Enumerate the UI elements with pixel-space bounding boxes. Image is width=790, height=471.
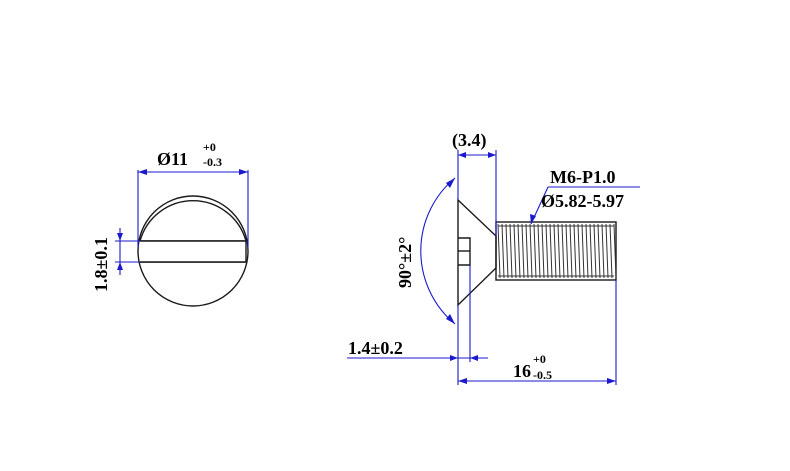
thread-crest [597,223,601,279]
thread-crest [553,223,557,279]
thread-crest [609,223,613,279]
thread-crest [513,223,517,279]
side-view: (3.4) M6-P1.0 Ø5.82-5.97 90°±2° 1.4±0.2 … [347,130,640,385]
thread-crest [501,223,505,279]
slot-arrow-bottom [117,262,123,270]
thread-crest [569,223,573,279]
slot-fill [140,241,246,262]
thread-crest [565,223,569,279]
angle-arrow-bottom [446,314,455,324]
len-arrow-left [458,378,467,384]
len-arrow-right [607,378,616,384]
thread-crest [573,223,577,279]
head-diameter-tol-lower: -0.3 [203,155,222,169]
thread-crest [549,223,553,279]
thread-crest [533,223,537,279]
length-tol-lower: -0.5 [533,368,552,382]
head-diameter-label: Ø11 [157,149,188,169]
thread-crest [581,223,585,279]
slot-depth-label: 1.4±0.2 [348,338,403,358]
thread-crest [561,223,565,279]
depth-arrow-left [450,355,458,361]
length-tol-upper: +0 [533,352,546,366]
thread-crest [593,223,597,279]
head-h-arrow-right [488,152,496,158]
thread-crest [601,223,605,279]
length-label: 16 [513,361,531,381]
front-view: Ø11 +0 -0.3 1.8±0.1 [91,140,249,307]
thread-crest [541,223,545,279]
head-circle [137,195,249,307]
screw-head [457,198,497,307]
head-upper-arc [139,199,247,242]
head-height-label: (3.4) [452,130,487,151]
thread-diameter-label: Ø5.82-5.97 [541,191,624,211]
dia-arrow-right [239,169,248,175]
thread-crest [577,223,581,279]
thread-crest [605,223,609,279]
angle-arc [420,177,456,325]
slot-arrow-top [117,233,123,241]
thread-crest [497,223,501,279]
threaded-shank [495,221,617,281]
thread-crest [585,223,589,279]
thread-lines [497,223,617,279]
slot-width-label: 1.8±0.1 [91,237,111,292]
thread-leader-arrow [530,214,536,224]
thread-crest [537,223,541,279]
thread-spec-label: M6-P1.0 [550,167,615,187]
thread-crest [525,223,529,279]
thread-crest [521,223,525,279]
slot-edges [140,240,247,263]
thread-crest [613,223,617,279]
head-h-arrow-left [458,152,466,158]
angle-arrow-top [446,178,455,188]
dia-arrow-left [138,169,147,175]
depth-arrow-right [470,355,478,361]
thread-crest [545,223,549,279]
thread-crest [557,223,561,279]
head-diameter-tol-upper: +0 [203,140,216,154]
head-angle-label: 90°±2° [395,237,415,288]
thread-crest [517,223,521,279]
thread-crest [509,223,513,279]
thread-crest [505,223,509,279]
thread-crest [589,223,593,279]
thread-crest [529,223,533,279]
